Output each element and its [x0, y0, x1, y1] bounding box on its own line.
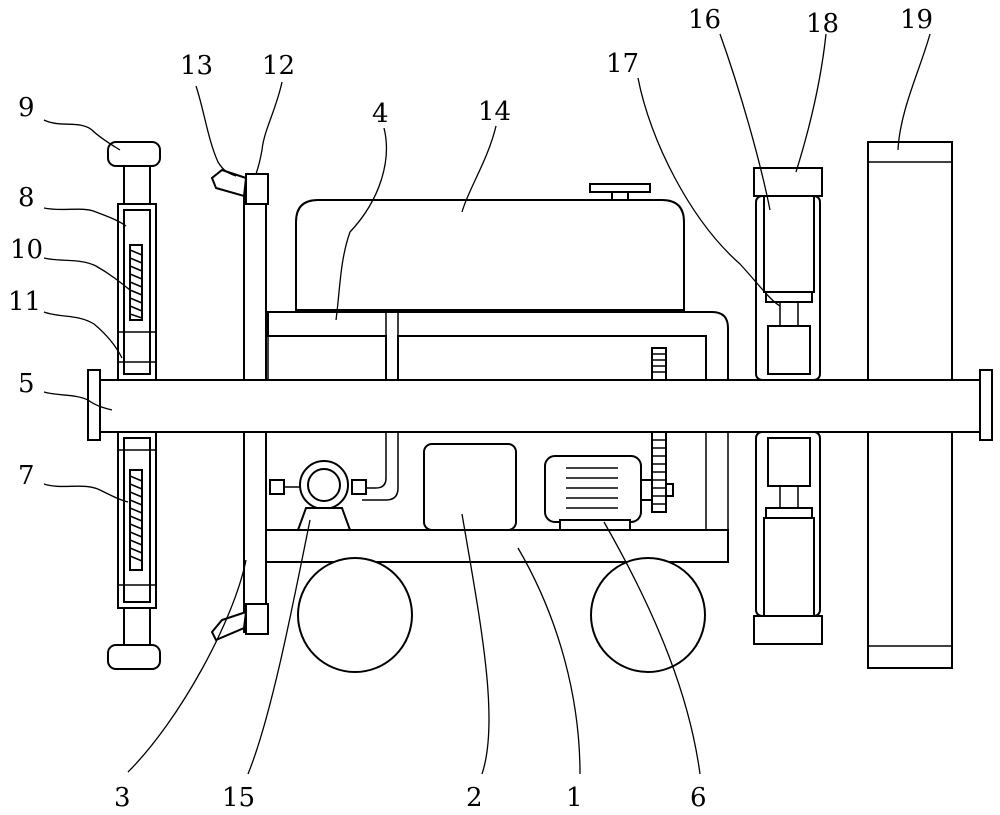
label-6: 6: [690, 783, 707, 813]
brush-assembly: [753, 167, 823, 645]
label-5: 5: [18, 369, 35, 399]
label-2: 2: [466, 783, 483, 813]
wheels: [297, 557, 706, 673]
label-8: 8: [18, 183, 35, 213]
label-14: 14: [478, 97, 511, 127]
label-9: 9: [18, 93, 35, 123]
left-telescopic-assembly: [107, 141, 161, 670]
nozzle-pipes: [210, 168, 269, 642]
label-1: 1: [566, 783, 583, 813]
connecting-pipe: [267, 311, 729, 381]
battery-box: [423, 443, 517, 531]
label-12: 12: [262, 51, 295, 81]
water-tank: [295, 183, 685, 311]
label-19: 19: [900, 5, 933, 35]
part-labels: 9 8 10 11 5 7 13 12 4 14 17 16 18 19 3 1…: [8, 5, 933, 813]
label-17: 17: [606, 49, 639, 79]
label-7: 7: [18, 461, 35, 491]
label-13: 13: [180, 51, 213, 81]
leader-lines: [43, 33, 931, 775]
label-16: 16: [688, 5, 721, 35]
cleaning-drum: [867, 141, 953, 669]
label-4: 4: [372, 99, 389, 129]
label-3: 3: [114, 783, 131, 813]
main-shaft: [87, 369, 993, 441]
label-18: 18: [806, 9, 839, 39]
gear-set: [651, 347, 667, 513]
water-pump: [269, 432, 399, 531]
label-11: 11: [8, 287, 41, 317]
label-15: 15: [222, 783, 255, 813]
label-10: 10: [10, 235, 43, 265]
